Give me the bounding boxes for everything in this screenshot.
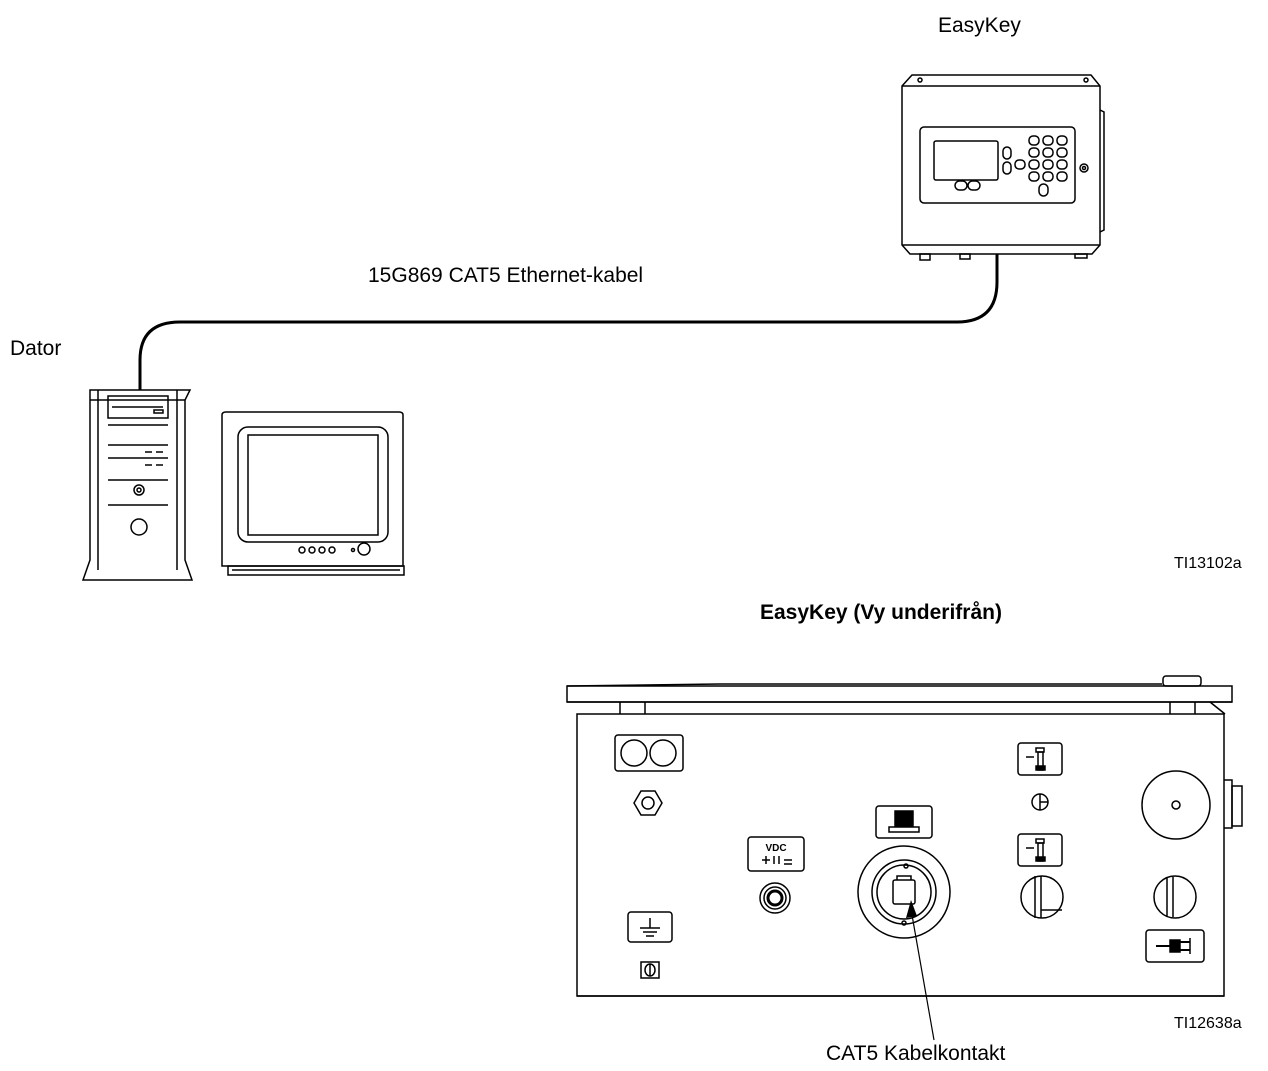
easykey-front-unit — [901, 74, 1105, 261]
cat5-connector — [857, 845, 951, 939]
ethernet-cable — [138, 254, 999, 390]
computer-label: Dator — [10, 337, 62, 360]
figure-id-top: TI13102a — [1174, 555, 1242, 572]
figure-id-bottom: TI12638a — [1174, 1015, 1242, 1032]
computer-tower — [81, 389, 194, 581]
computer-monitor — [221, 411, 405, 576]
easykey-label: EasyKey — [938, 14, 1021, 37]
easykey-bottom-view — [566, 675, 1243, 1041]
callout-label: CAT5 Kabelkontakt — [826, 1042, 1006, 1065]
cable-label: 15G869 CAT5 Ethernet-kabel — [368, 264, 644, 287]
vdc-label: VDC — [765, 843, 786, 854]
keypad — [1014, 135, 1068, 197]
bottom-view-title: EasyKey (Vy underifrån) — [760, 601, 1002, 624]
